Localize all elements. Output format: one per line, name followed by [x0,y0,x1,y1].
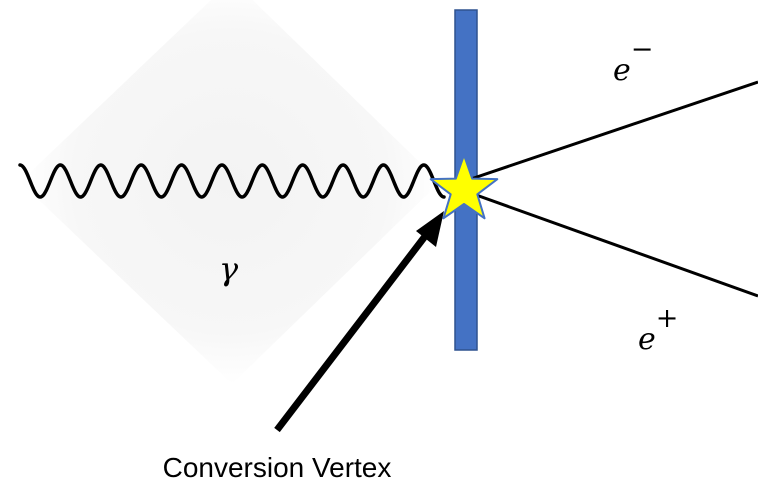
positron-charge: + [656,303,679,334]
vertex-pointer-arrow [274,211,444,433]
positron-symbol: e [638,322,656,357]
vertex-caption: Conversion Vertex [163,452,392,483]
electron-label: e− [613,34,653,88]
photon-background [20,0,440,384]
electron-charge: − [631,34,654,65]
electron-symbol: e [613,53,631,88]
photon-wave [18,163,446,199]
positron-label: e+ [638,303,678,357]
star-icon [429,154,499,220]
electron-track [464,80,758,183]
photon-label: γ [219,250,239,288]
positron-track [464,189,758,298]
